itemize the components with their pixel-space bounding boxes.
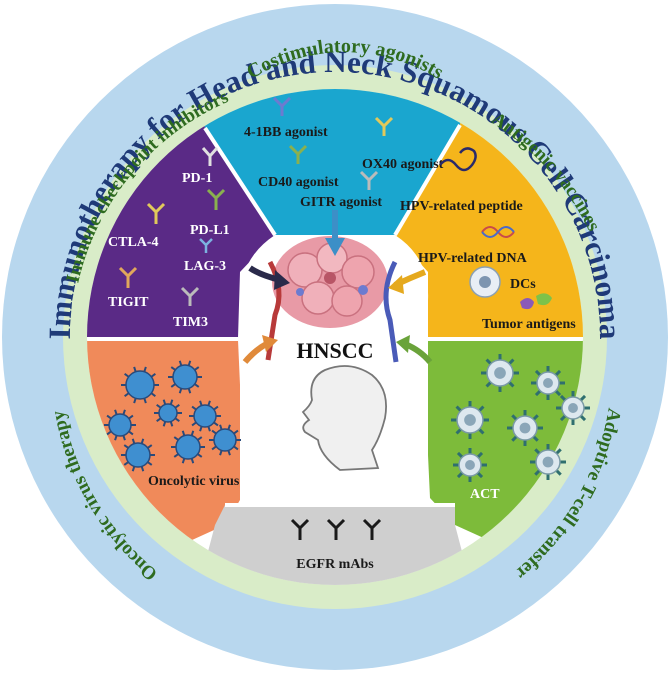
checkpoint-items: PD-1 PD-L1 CTLA-4 LAG-3 TIGIT TIM3	[108, 147, 230, 330]
antibody-icon	[359, 170, 379, 190]
item-41bb: 4-1BB agonist	[244, 125, 328, 140]
vaccine-items: HPV-related peptide HPV-related DNA DCs …	[400, 147, 576, 332]
virus-icon	[168, 360, 202, 394]
antibody-icon	[199, 238, 213, 253]
item-tim3: TIM3	[173, 315, 208, 330]
item-tumor-antigens: Tumor antigens	[482, 317, 576, 332]
item-ox40: OX40 agonist	[362, 157, 444, 172]
item-pd1: PD-1	[182, 171, 212, 186]
t-cell-icon	[556, 391, 590, 425]
virus-icon	[171, 430, 205, 464]
antibody-icon	[180, 286, 200, 306]
antibody-icon	[206, 188, 226, 210]
arrows	[242, 210, 433, 364]
antigen-icon	[520, 293, 552, 310]
t-cell-icon	[507, 410, 543, 446]
t-cell-icon	[530, 444, 566, 480]
item-oncolytic-virus: Oncolytic virus	[148, 474, 240, 489]
t-cell-icon	[453, 448, 487, 482]
oncolytic-virus-icons	[104, 360, 241, 472]
segment-egfr	[190, 505, 480, 585]
egfr-antibody-icons	[290, 518, 382, 540]
virus-icon	[209, 424, 241, 456]
dendritic-cell-icon	[469, 266, 501, 298]
center-label: HNSCC	[296, 338, 373, 363]
dna-icon	[481, 226, 515, 238]
item-hpv-dna: HPV-related DNA	[418, 251, 528, 266]
virus-icon	[154, 399, 182, 427]
t-cell-icon	[481, 354, 519, 392]
item-egfr: EGFR mAbs	[296, 557, 374, 572]
item-lag3: LAG-3	[184, 259, 226, 274]
peptide-icon	[439, 147, 477, 172]
item-gitr: GITR agonist	[300, 195, 382, 210]
item-act: ACT	[470, 487, 500, 502]
item-cd40: CD40 agonist	[258, 175, 339, 190]
virus-icon	[121, 366, 159, 404]
virus-icon	[189, 400, 221, 432]
item-dcs: DCs	[510, 277, 536, 292]
item-tigit: TIGIT	[108, 295, 149, 310]
segment-costimulatory	[200, 89, 470, 235]
virus-icon	[121, 438, 155, 472]
t-cell-icons	[451, 354, 590, 482]
antibody-icon	[288, 144, 308, 164]
t-cell-icon	[531, 366, 565, 400]
antibody-icon	[118, 266, 138, 288]
antibody-icon	[272, 96, 292, 116]
item-hpv-peptide: HPV-related peptide	[400, 199, 523, 214]
tumor-cluster	[272, 236, 388, 328]
antibody-icon	[374, 116, 394, 136]
vein-vessel	[383, 260, 399, 363]
costimulatory-items: 4-1BB agonist OX40 agonist CD40 agonist …	[244, 96, 444, 210]
virus-icon	[104, 409, 136, 441]
artery-vessel	[265, 260, 282, 361]
t-cell-icon	[451, 401, 489, 439]
item-ctla4: CTLA-4	[108, 235, 159, 250]
head-silhouette-icon	[301, 365, 387, 471]
item-pdl1: PD-L1	[190, 223, 230, 238]
antibody-icon	[146, 202, 166, 224]
antibody-icon	[201, 147, 219, 166]
